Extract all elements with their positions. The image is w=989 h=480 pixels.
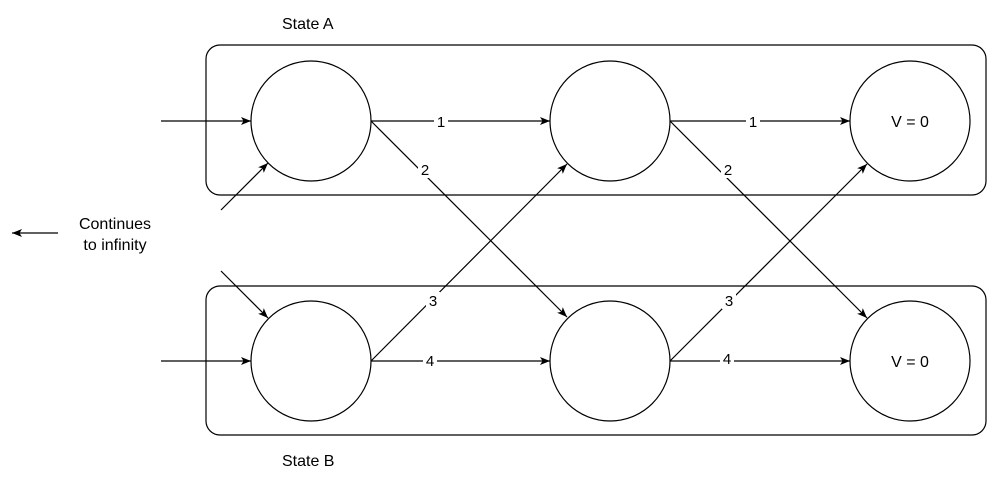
node-b3-value: V = 0 xyxy=(891,354,929,371)
state-a-label: State A xyxy=(282,16,334,33)
edge-label-a1-b2: 2 xyxy=(421,162,429,179)
node-a2 xyxy=(549,60,671,182)
node-a3-value: V = 0 xyxy=(891,114,929,131)
state-b-label: State B xyxy=(282,453,334,470)
node-a1 xyxy=(250,60,372,182)
node-b1 xyxy=(250,300,372,422)
edge-label-b2-b3: 4 xyxy=(723,351,731,368)
edge-label-a2-a3: 1 xyxy=(749,114,757,131)
edge-b1-a2 xyxy=(370,163,568,362)
edge-label-b1-a2: 3 xyxy=(429,293,437,310)
continues-note-line2: to infinity xyxy=(83,237,146,254)
edge-label-b2-a3: 3 xyxy=(725,293,733,310)
continues-note-line1: Continues xyxy=(79,216,151,233)
node-b3 xyxy=(849,300,971,422)
incoming-diagonal-arrow-b1 xyxy=(220,270,269,319)
edge-label-a1-a2: 1 xyxy=(437,114,445,131)
node-a3 xyxy=(849,60,971,182)
state-a-box xyxy=(205,44,987,196)
edge-a2-b3 xyxy=(669,120,868,319)
edge-b2-a3 xyxy=(669,163,868,362)
incoming-diagonal-arrow-a1 xyxy=(220,162,269,211)
edge-label-b1-b2: 4 xyxy=(426,353,434,370)
edge-label-a2-b3: 2 xyxy=(724,162,732,179)
edge-a1-b2 xyxy=(370,120,568,318)
node-b2 xyxy=(549,300,671,422)
